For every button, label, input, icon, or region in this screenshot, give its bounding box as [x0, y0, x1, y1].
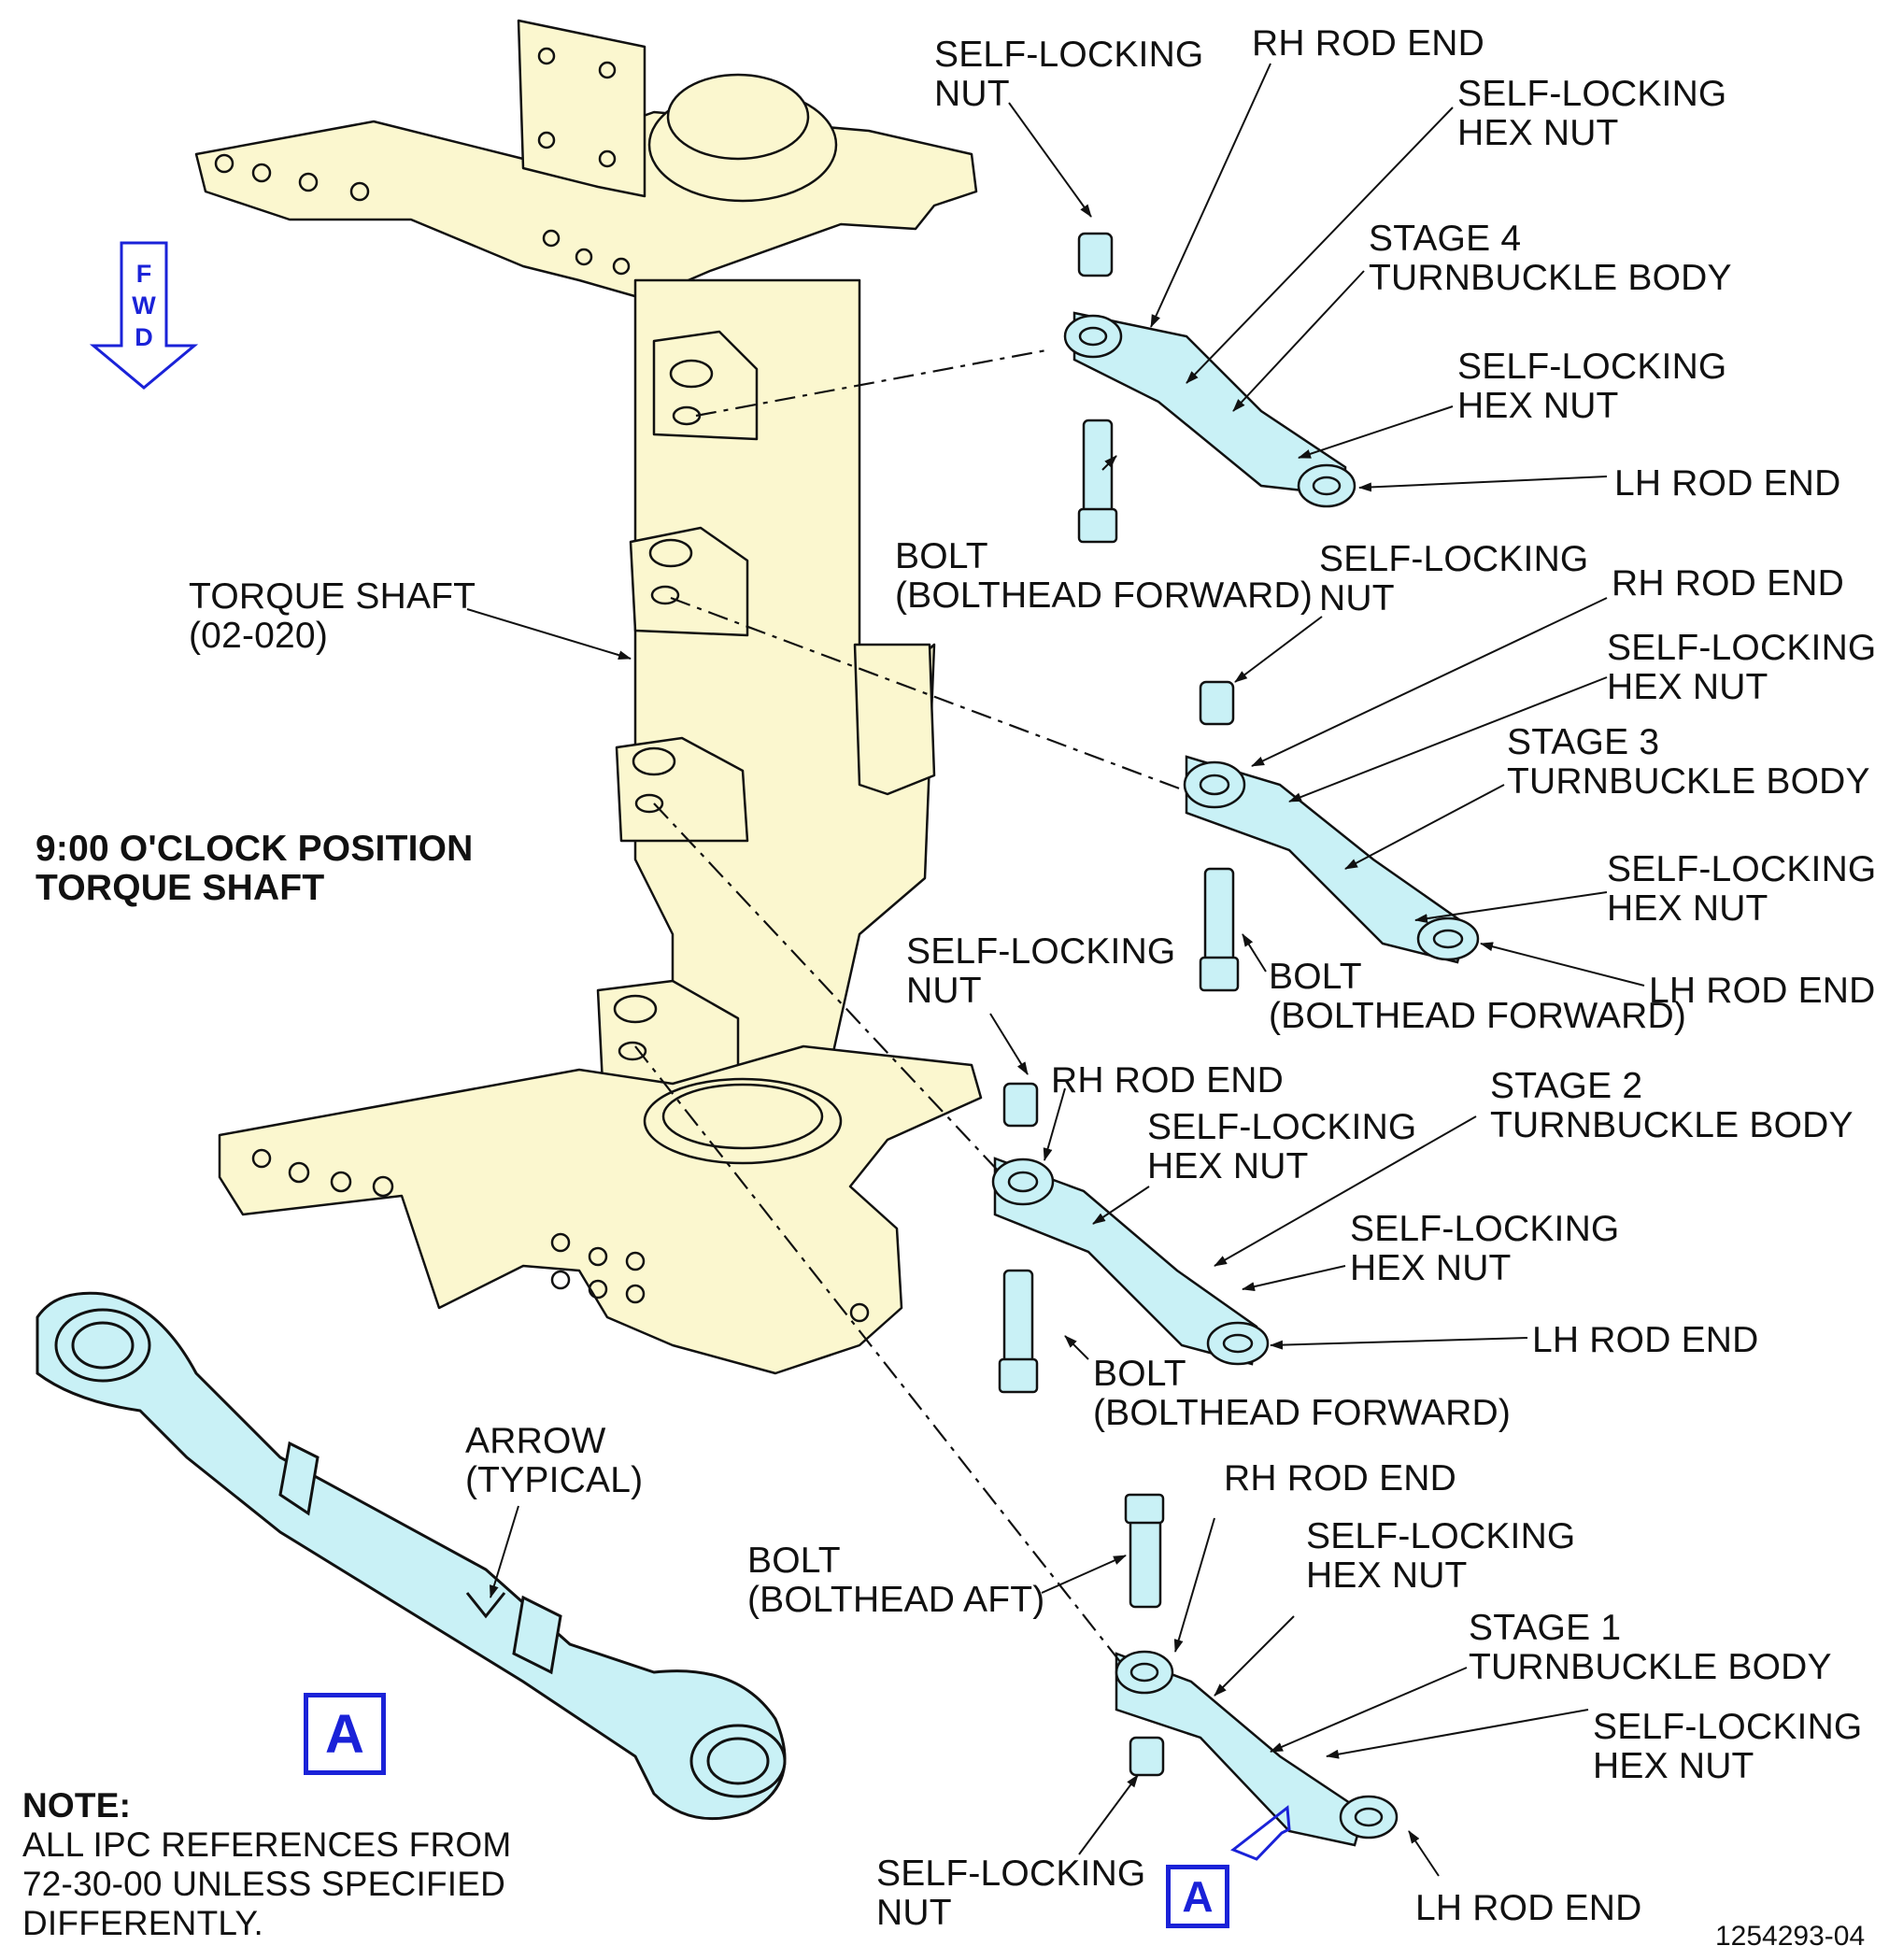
note-block: NOTE: ALL IPC REFERENCES FROM 72-30-00 U… [22, 1786, 511, 1943]
detail-a-callout-large: A [304, 1693, 386, 1775]
arrow-typical-label: ARROW(TYPICAL) [465, 1421, 644, 1500]
stage4-lh-rod-end-label: LH ROD END [1614, 463, 1841, 504]
stage2-lh-rod-end-label: LH ROD END [1532, 1320, 1759, 1360]
leader-lines [466, 63, 1645, 1877]
note-heading: NOTE: [22, 1786, 132, 1825]
stage3-rh-rod-end-label: RH ROD END [1612, 563, 1845, 604]
stage2-turnbuckle [991, 1082, 1270, 1394]
stage4-turnbuckle [1063, 232, 1356, 544]
stage3-bolt-label: BOLT(BOLTHEAD FORWARD) [1269, 957, 1687, 1036]
connector-lines [634, 348, 1183, 1664]
stage1-bolt-label: BOLT(BOLTHEAD AFT) [747, 1541, 1045, 1620]
detail-a-turnbuckle [36, 1291, 787, 1821]
stage2-bolt-label: BOLT(BOLTHEAD FORWARD) [1093, 1354, 1512, 1433]
stage1-lh-rod-end-label: LH ROD END [1415, 1888, 1642, 1928]
fwd-arrow [89, 241, 199, 390]
drawing-number: 1254293-04 [1715, 1921, 1866, 1952]
note-line: ALL IPC REFERENCES FROM [22, 1825, 512, 1864]
detail-a-callout-small: A [1166, 1865, 1229, 1928]
note-line: DIFFERENTLY. [22, 1904, 264, 1942]
note-line: 72-30-00 UNLESS SPECIFIED [22, 1865, 506, 1903]
torque-shaft-label: TORQUE SHAFT(02-020) [189, 576, 476, 656]
fwd-letter-f: F [135, 260, 152, 288]
detail-a-view-arrow [1230, 1805, 1291, 1861]
stage3-lh-rod-end-label: LH ROD END [1649, 971, 1876, 1011]
stage4-bolt-label: BOLT(BOLTHEAD FORWARD) [895, 536, 1314, 616]
stage1-rh-rod-end-label: RH ROD END [1224, 1458, 1457, 1498]
stage1-turnbuckle [1115, 1493, 1399, 1847]
stage3-turnbuckle [1183, 680, 1480, 992]
fwd-letter-d: D [135, 323, 153, 351]
fwd-letter-w: W [132, 291, 156, 320]
stage2-rh-rod-end-label: RH ROD END [1051, 1060, 1285, 1101]
stage4-rh-rod-end-label: RH ROD END [1252, 23, 1485, 64]
torque-shaft [194, 19, 983, 1375]
